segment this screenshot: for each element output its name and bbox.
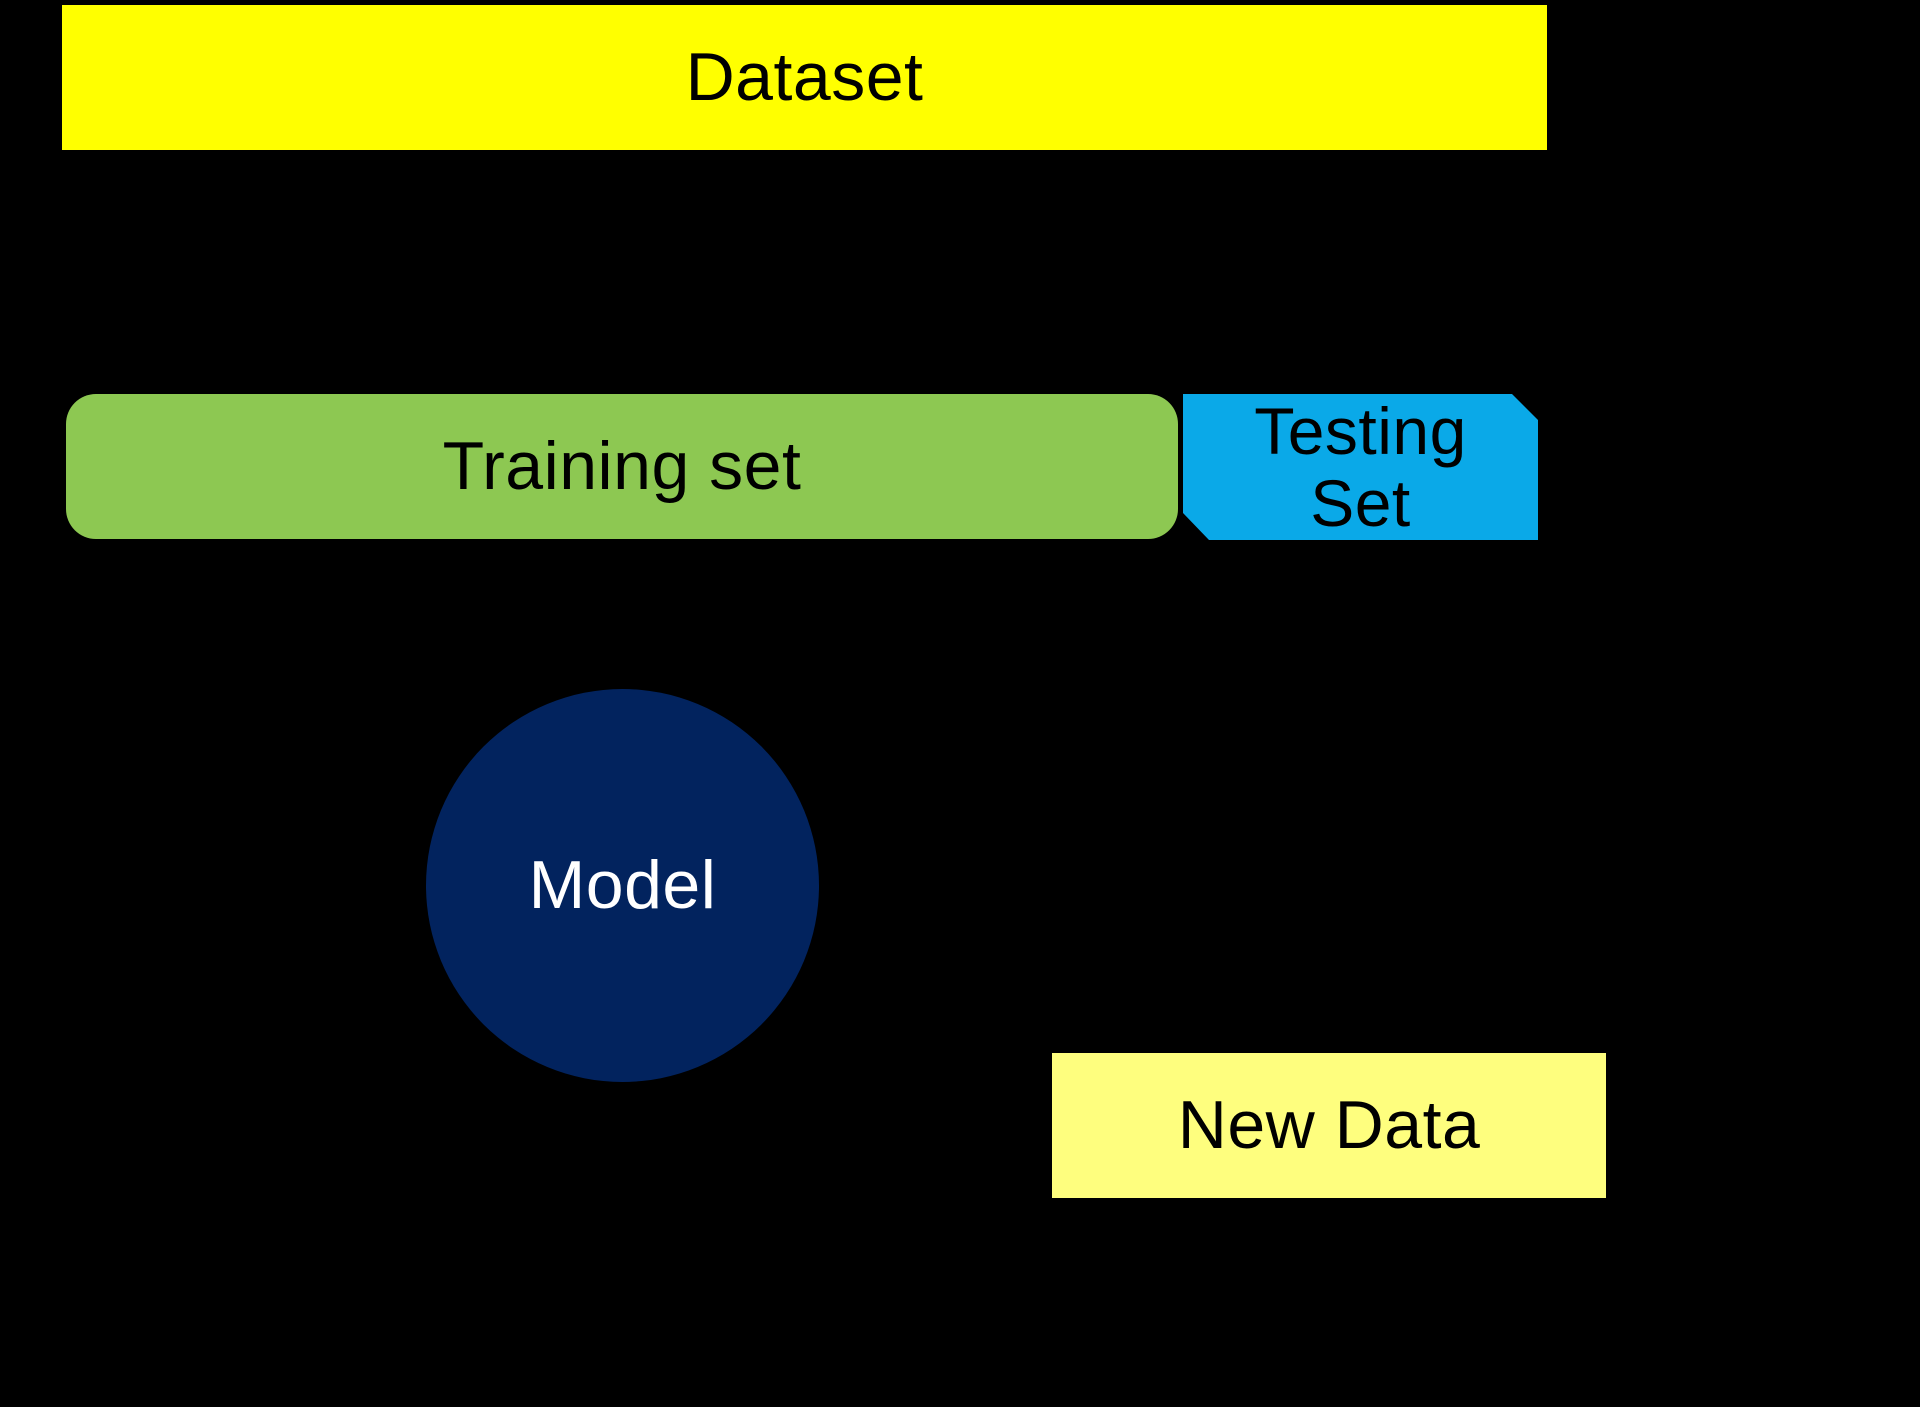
testing-set-label-line1: Testing	[1254, 394, 1467, 468]
dataset-node: Dataset	[62, 5, 1547, 150]
training-set-label: Training set	[442, 427, 802, 504]
model-node: Model	[426, 689, 819, 1082]
new-data-node: New Data	[1052, 1053, 1606, 1198]
training-set-node: Training set	[66, 394, 1178, 539]
testing-set-node: Testing Set	[1183, 394, 1538, 540]
testing-set-label-line2: Set	[1310, 466, 1411, 540]
dataset-label: Dataset	[685, 38, 924, 115]
new-data-label: New Data	[1177, 1086, 1481, 1163]
model-label: Model	[528, 846, 717, 923]
testing-set-label: Testing Set	[1254, 395, 1467, 539]
